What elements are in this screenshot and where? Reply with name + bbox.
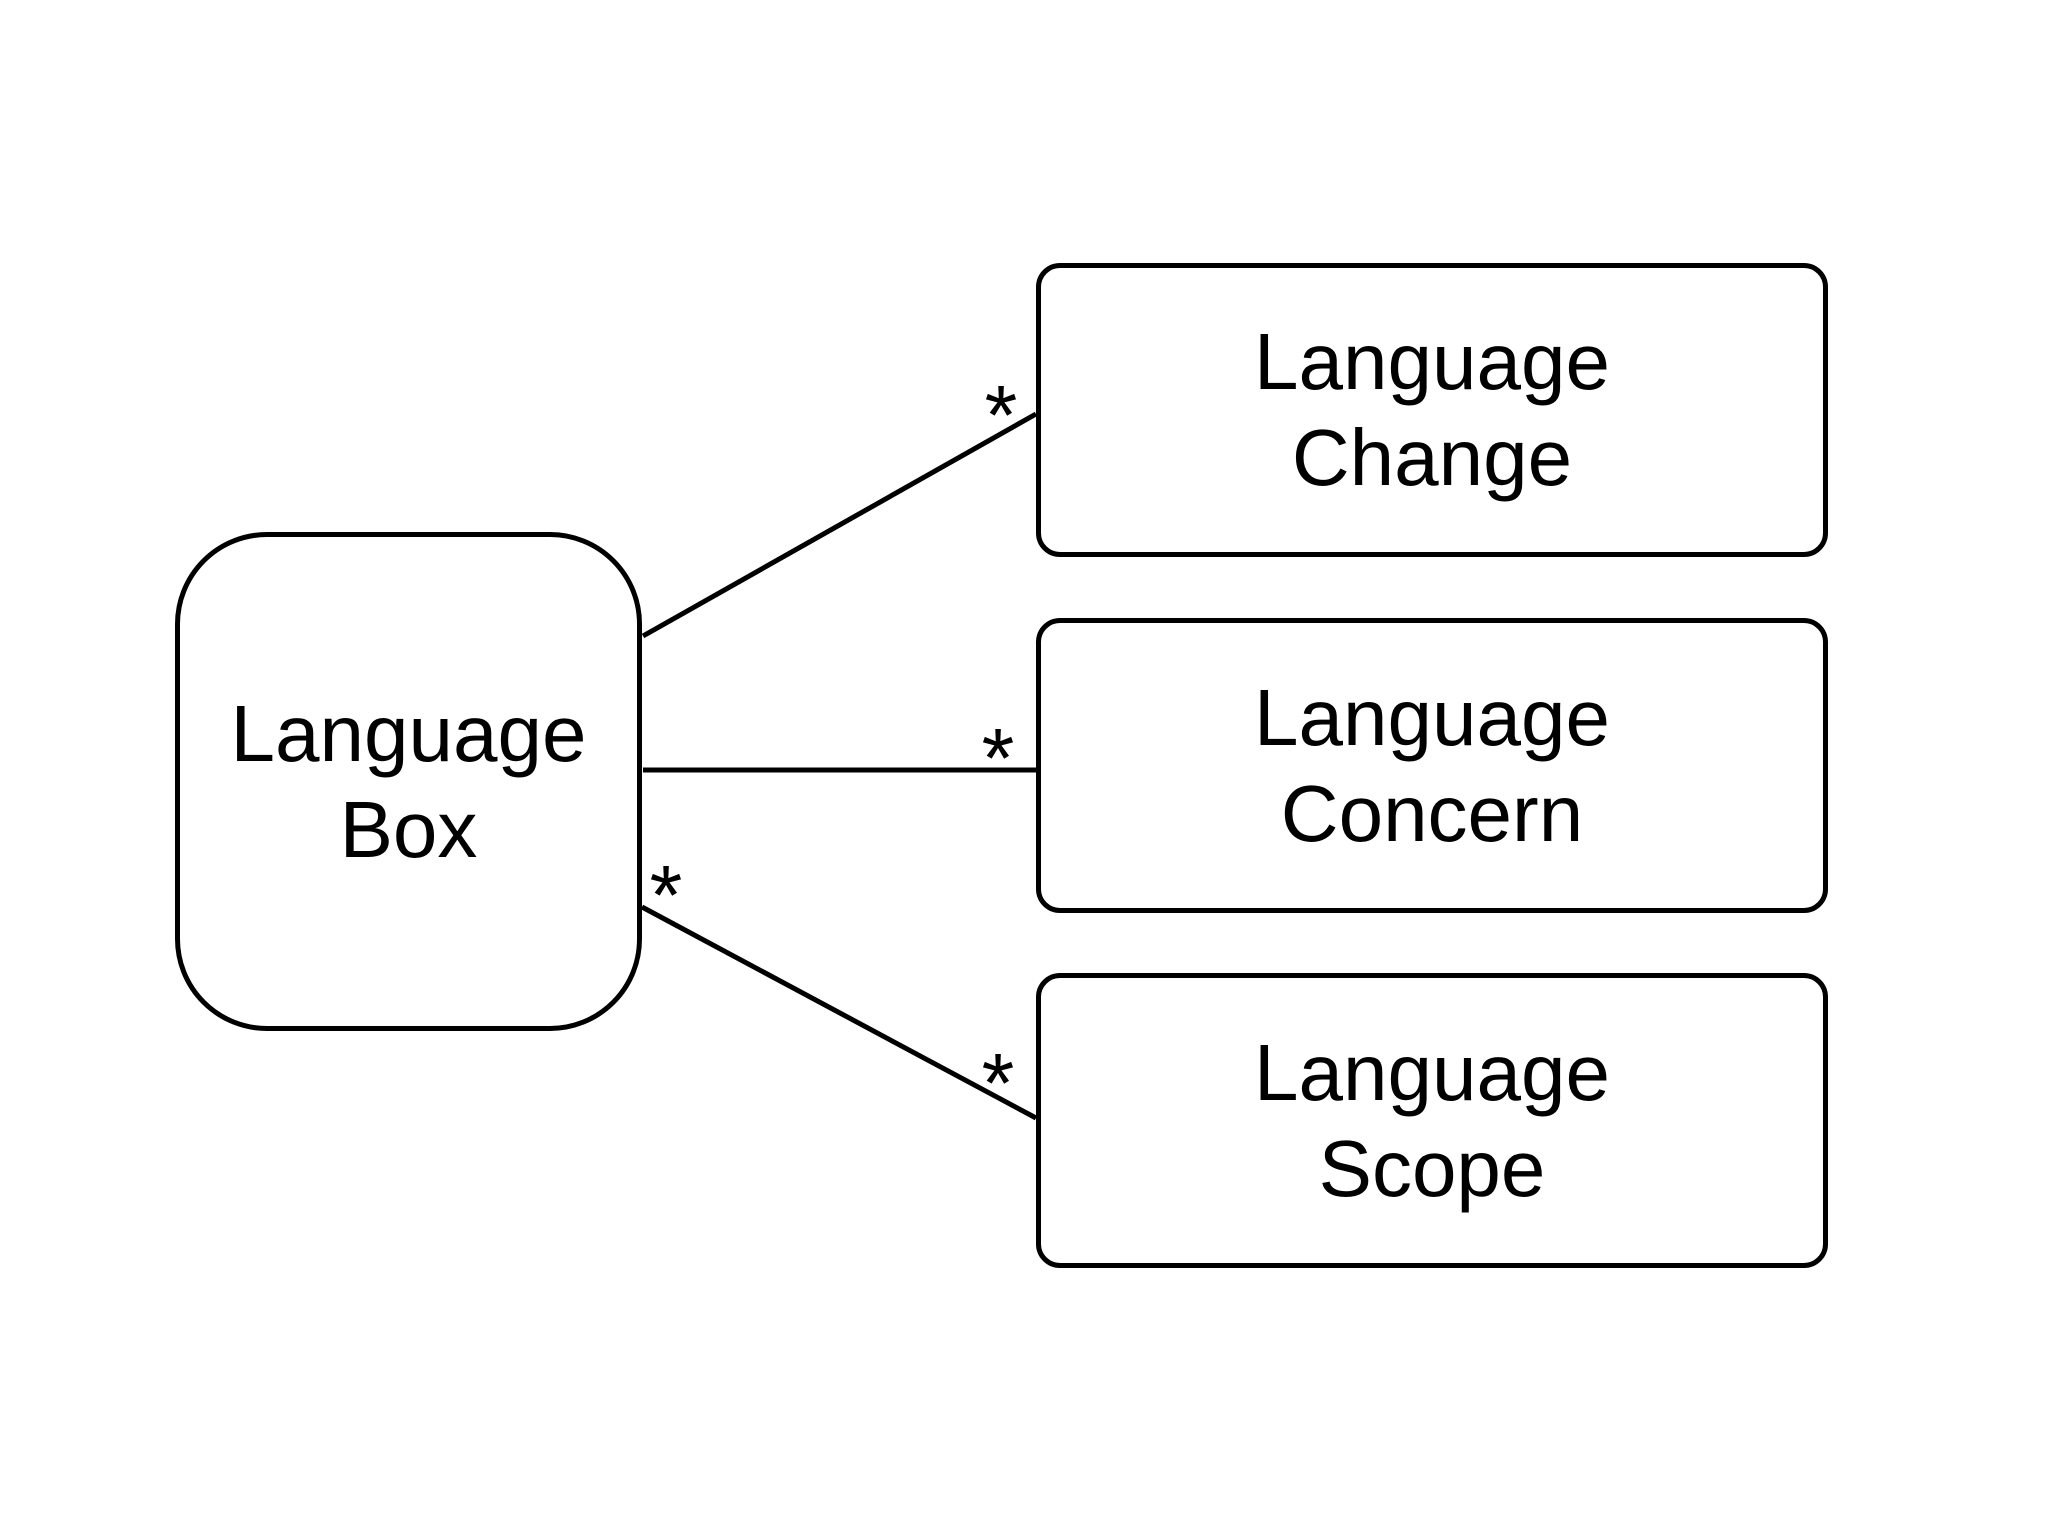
node-language-scope: Language Scope [1036,973,1828,1268]
node-language-box-label: Language Box [230,688,587,874]
node-language-change: Language Change [1036,263,1828,557]
multiplicity-label-scope-start: * [650,848,683,942]
node-language-change-label: Language Change [1254,317,1610,502]
node-language-concern: Language Concern [1036,618,1828,913]
node-language-concern-label: Language Concern [1254,672,1610,858]
multiplicity-label-change-end: * [985,368,1018,462]
multiplicity-label-concern-end: * [982,711,1015,805]
edge-language-box-to-language-scope [640,904,1038,1121]
node-language-box: Language Box [175,532,642,1031]
multiplicity-label-scope-end: * [982,1036,1015,1130]
node-language-scope-label: Language Scope [1254,1027,1610,1213]
edge-language-box-to-language-change [641,411,1038,639]
